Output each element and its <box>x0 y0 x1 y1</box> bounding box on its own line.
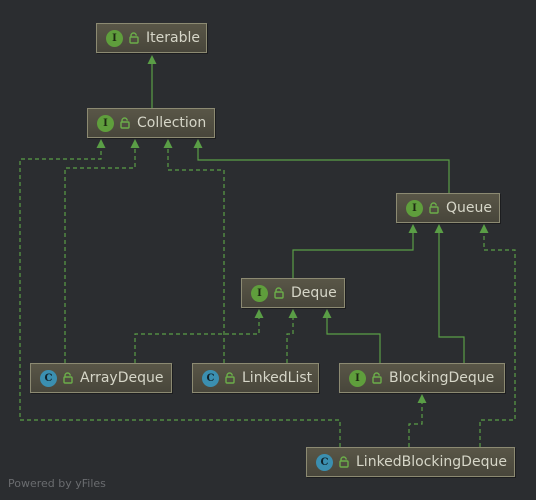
node-linkedlist[interactable]: C LinkedList <box>192 363 319 393</box>
edge-blockingdeque-deque <box>326 317 381 363</box>
node-linkedblockingdeque[interactable]: C LinkedBlockingDeque <box>306 447 515 477</box>
public-access-icon <box>119 117 131 129</box>
node-arraydeque[interactable]: C ArrayDeque <box>30 363 172 393</box>
interface-icon: I <box>406 199 423 217</box>
edge-linkedblockingdeque-collection-arrowhead <box>96 139 106 148</box>
watermark: Powered by yFiles <box>8 477 106 490</box>
node-collection[interactable]: I Collection <box>87 108 215 138</box>
node-blockingdeque[interactable]: I BlockingDeque <box>339 363 505 393</box>
public-access-icon <box>371 372 383 384</box>
edge-linkedblockingdeque-queue <box>479 232 516 447</box>
edge-collection-iterable-arrowhead <box>147 55 157 64</box>
edge-linkedlist-collection-arrowhead <box>163 139 173 148</box>
node-label: Queue <box>446 200 492 216</box>
node-label: Iterable <box>146 30 200 46</box>
edge-linkedblockingdeque-blockingdeque <box>408 402 423 447</box>
node-label: LinkedBlockingDeque <box>356 454 507 470</box>
edge-linkedblockingdeque-collection <box>19 147 341 447</box>
interface-icon: I <box>97 114 114 132</box>
public-access-icon <box>428 202 440 214</box>
node-label: LinkedList <box>242 370 313 386</box>
node-iterable[interactable]: I Iterable <box>96 23 207 53</box>
edge-linkedlist-collection <box>167 147 225 363</box>
node-queue[interactable]: I Queue <box>396 193 500 223</box>
public-access-icon <box>273 287 285 299</box>
edge-linkedblockingdeque-blockingdeque-arrowhead <box>417 394 427 403</box>
edge-linkedlist-deque-arrowhead <box>288 309 298 318</box>
class-icon: C <box>202 369 219 387</box>
interface-icon: I <box>106 29 123 47</box>
public-access-icon <box>338 456 350 468</box>
node-label: Deque <box>291 285 337 301</box>
edge-arraydeque-collection-arrowhead <box>130 139 140 148</box>
node-deque[interactable]: I Deque <box>241 278 345 308</box>
public-access-icon <box>128 32 140 44</box>
edge-blockingdeque-queue-arrowhead <box>434 224 444 233</box>
edge-deque-queue <box>292 232 414 278</box>
public-access-icon <box>62 372 74 384</box>
edge-linkedlist-deque <box>286 317 294 363</box>
node-label: BlockingDeque <box>389 370 495 386</box>
edge-deque-queue-arrowhead <box>408 224 418 233</box>
edge-queue-collection-arrowhead <box>193 139 203 148</box>
edge-blockingdeque-queue <box>438 232 465 363</box>
node-label: ArrayDeque <box>80 370 164 386</box>
interface-icon: I <box>251 284 268 302</box>
class-icon: C <box>40 369 57 387</box>
edge-linkedblockingdeque-queue-arrowhead <box>479 224 489 233</box>
edge-arraydeque-deque-arrowhead <box>254 309 264 318</box>
public-access-icon <box>224 372 236 384</box>
edge-queue-collection <box>197 147 450 193</box>
edge-group <box>19 55 516 447</box>
node-label: Collection <box>137 115 207 131</box>
class-icon: C <box>316 453 333 471</box>
edge-blockingdeque-deque-arrowhead <box>322 309 332 318</box>
edge-arraydeque-collection <box>64 147 136 363</box>
edge-arraydeque-deque <box>134 317 260 363</box>
interface-icon: I <box>349 369 366 387</box>
